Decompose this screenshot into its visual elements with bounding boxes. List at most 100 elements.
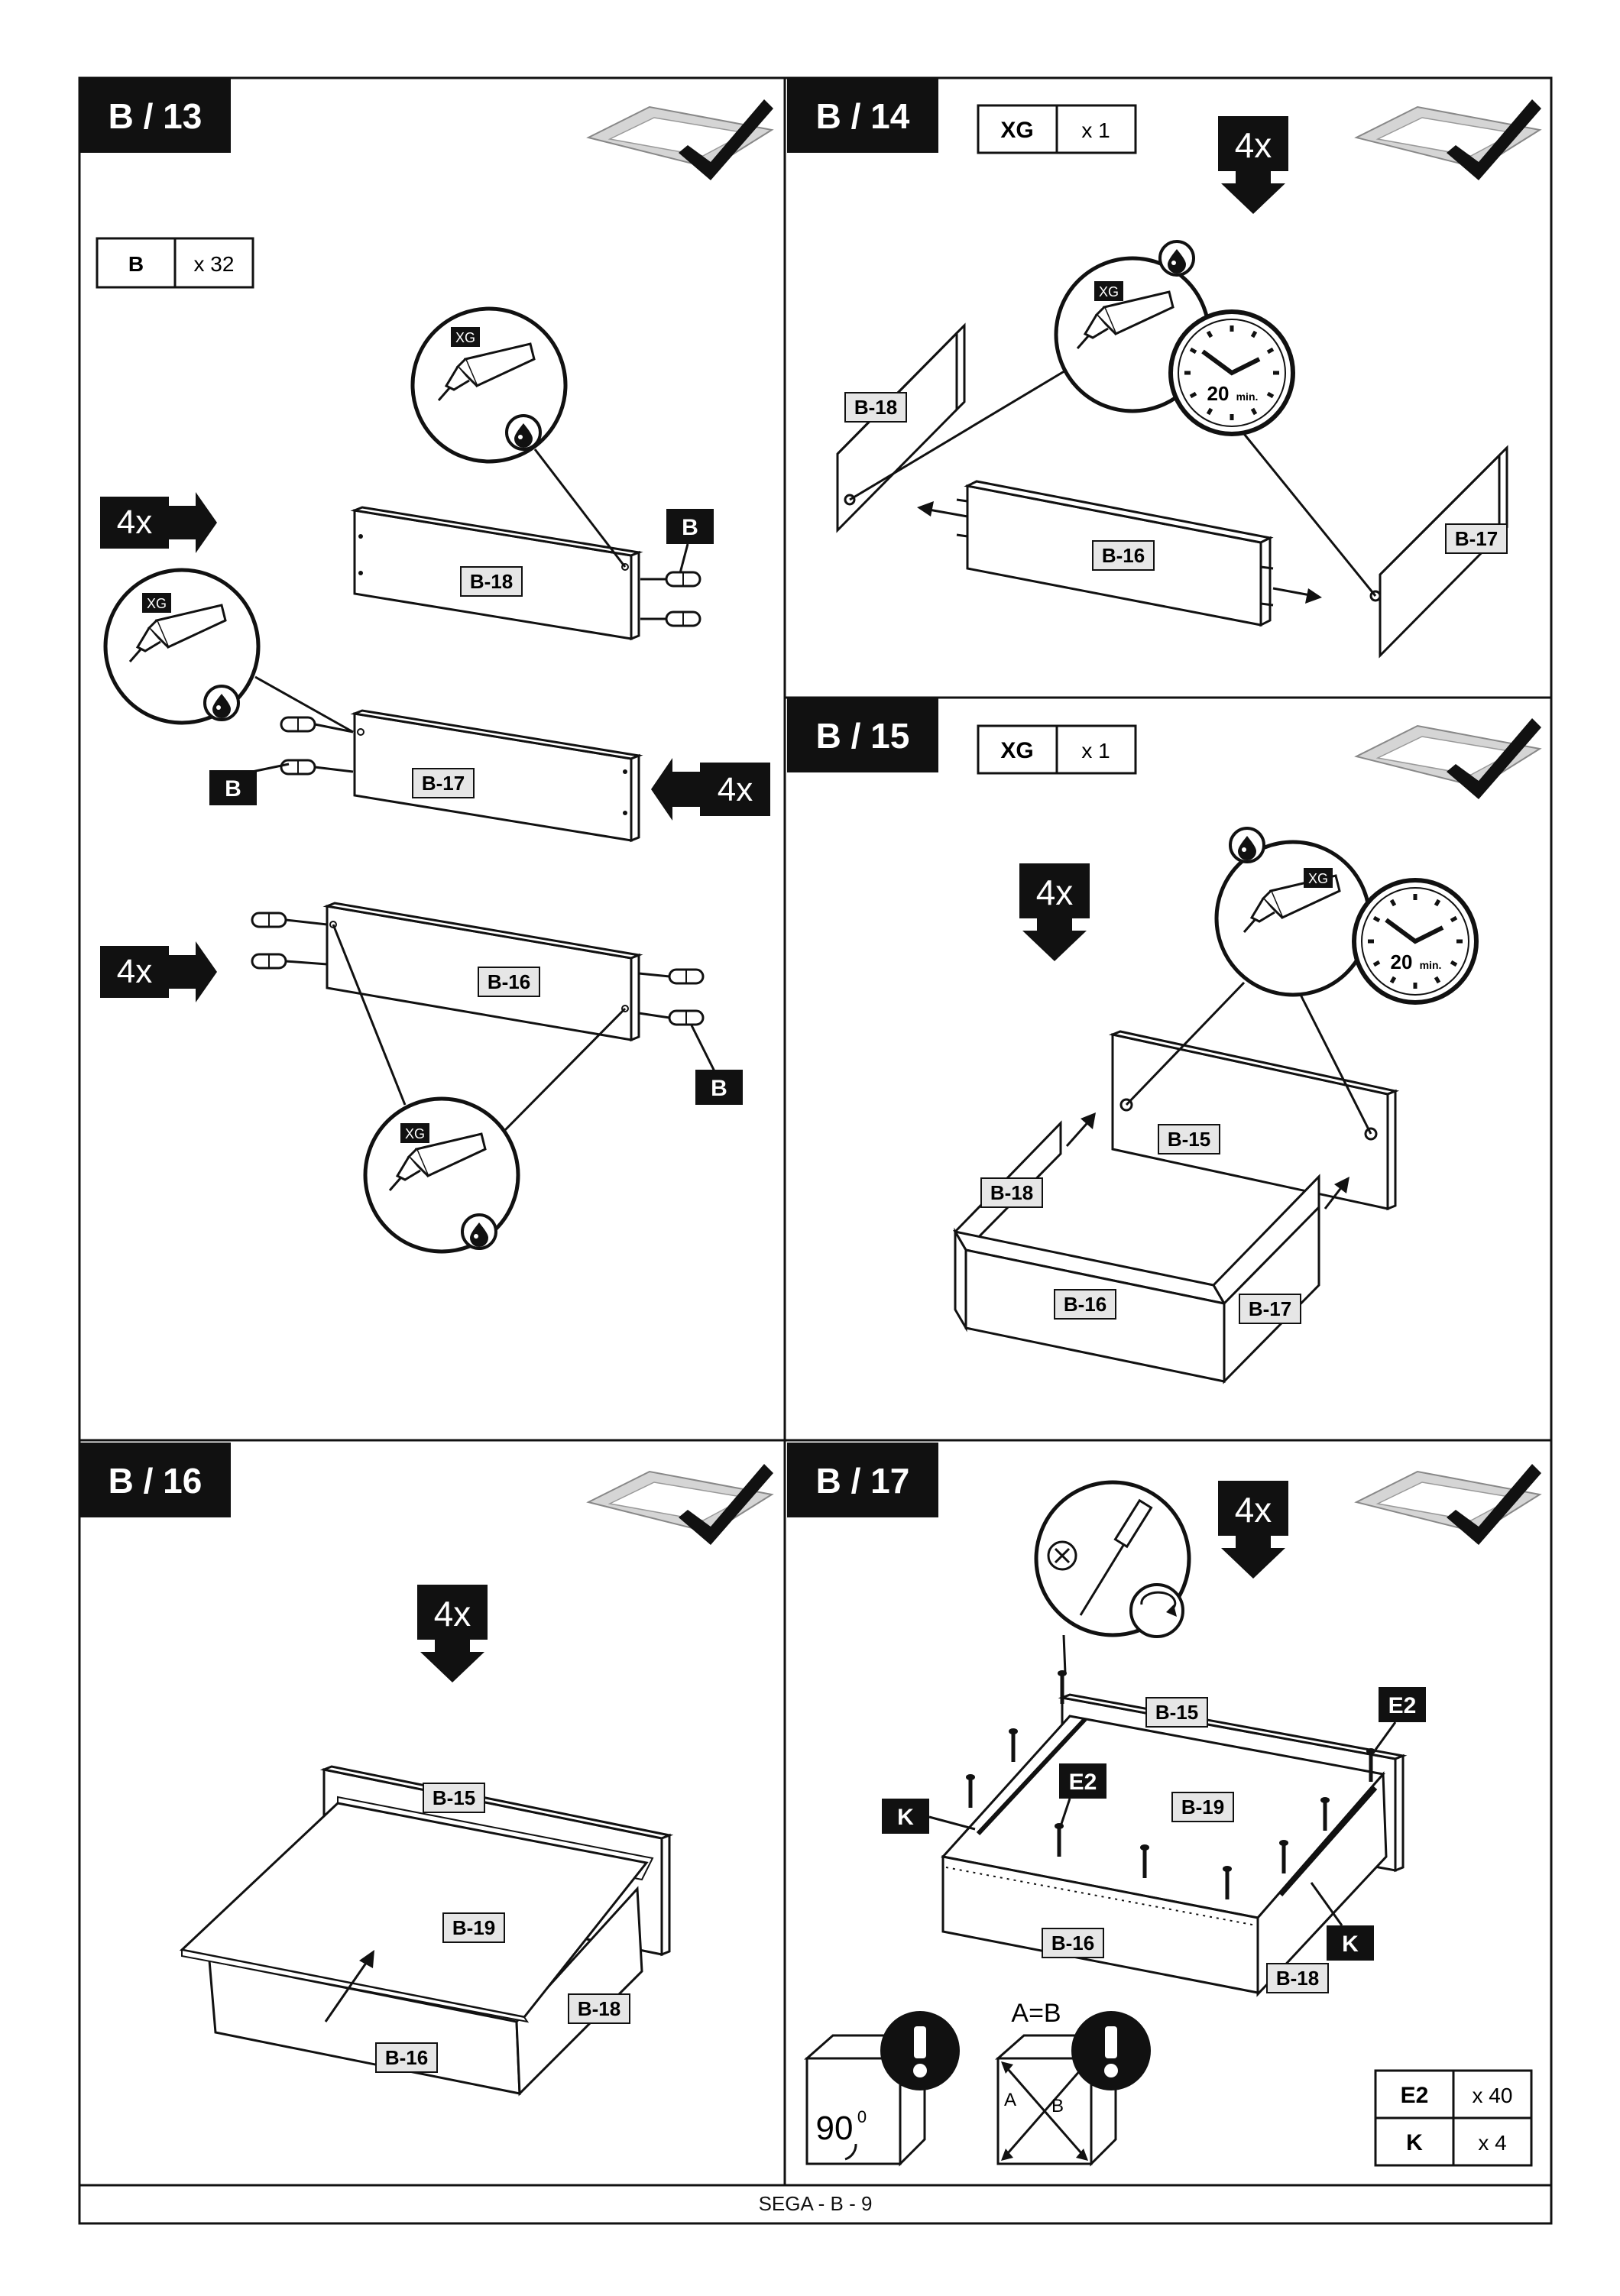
svg-text:B-19: B-19 (452, 1916, 495, 1939)
svg-text:B-15: B-15 (1168, 1128, 1210, 1151)
svg-text:E2: E2 (1401, 2083, 1429, 2108)
svg-text:20: 20 (1391, 950, 1413, 973)
svg-text:E2: E2 (1069, 1770, 1097, 1795)
dowel-icon (668, 968, 705, 985)
svg-text:XG: XG (1308, 871, 1328, 886)
part-code: B (128, 252, 144, 276)
svg-text:B-17: B-17 (1455, 527, 1498, 550)
parts-table-b15: XG x 1 (977, 724, 1137, 775)
direction-arrow-down-icon: 4x (1218, 116, 1288, 214)
direction-arrow-down-icon: 4x (1019, 863, 1090, 961)
work-surface-icon (1356, 99, 1542, 181)
glue-detail-b16: XG (332, 924, 627, 1254)
svg-text:B: B (225, 776, 241, 801)
svg-text:XG: XG (147, 596, 167, 611)
svg-text:A=B: A=B (1011, 1999, 1061, 2028)
svg-text:0: 0 (857, 2107, 867, 2126)
step-label-b16: B / 16 (109, 1461, 202, 1501)
svg-text:B-15: B-15 (433, 1786, 475, 1809)
drawer-box: B-15 B-19 B-16 B-18 (941, 1693, 1408, 1997)
svg-text:x 1: x 1 (1081, 118, 1110, 142)
svg-text:E2: E2 (1388, 1693, 1417, 1718)
glue-detail-b15: XG (1125, 827, 1372, 1135)
dowel-icon (665, 610, 701, 627)
dowel-icon (251, 953, 287, 970)
step-label-b13: B / 13 (109, 96, 202, 136)
dowel-icon (280, 716, 316, 733)
svg-text:B-17: B-17 (422, 772, 465, 795)
svg-text:B-16: B-16 (385, 2046, 428, 2069)
svg-text:4x: 4x (718, 771, 753, 808)
direction-arrow-down-icon: 4x (1218, 1481, 1288, 1579)
direction-arrow-left-icon: 4x (651, 758, 770, 821)
svg-text:B-18: B-18 (854, 396, 897, 419)
panel-b18: B-18 (350, 506, 643, 641)
callout-e2: E2 (1059, 1763, 1106, 1827)
screwdriver-detail (1034, 1480, 1191, 1674)
parts-table-b17: E2 x 40 K x 4 (1374, 2069, 1533, 2167)
svg-text:B-16: B-16 (488, 970, 530, 993)
svg-text:B-18: B-18 (470, 570, 513, 593)
panel-b16: B-16 (322, 902, 643, 1042)
warning-diagonals-equal: A B A=B (995, 1999, 1151, 2167)
glue-detail-b17: XG (103, 568, 354, 733)
work-surface-icon (588, 1463, 774, 1546)
svg-text:B: B (711, 1076, 727, 1101)
svg-text:B-16: B-16 (1102, 544, 1145, 567)
callout-dowel: B (666, 509, 714, 574)
svg-text:B-18: B-18 (1276, 1967, 1319, 1990)
drawer-box: B-16 B-17 B-18 (953, 1120, 1320, 1384)
step-label-b17: B / 17 (816, 1461, 910, 1501)
direction-arrow-down-icon: 4x (417, 1585, 488, 1682)
direction-arrow-left-small-icon (917, 501, 968, 518)
svg-text:4x: 4x (1235, 125, 1272, 165)
direction-arrow-right-small-icon (1272, 587, 1322, 604)
step-b13: B / 13 B x 32 4x 4x 4x (79, 78, 774, 1254)
svg-text:XG: XG (1099, 284, 1119, 300)
dowel-icon (668, 1009, 705, 1026)
step-label-b15: B / 15 (816, 716, 910, 756)
step-b17: B / 17 4x B (787, 1443, 1542, 2167)
clock-icon: 20 min. (1354, 880, 1476, 1002)
step-b16: B / 16 4x B-15 B-19 B-18 B-16 (79, 1443, 774, 2097)
callout-dowel: B (209, 763, 290, 805)
svg-text:x 4: x 4 (1478, 2131, 1506, 2155)
svg-text:XG: XG (1000, 118, 1033, 143)
svg-text:4x: 4x (434, 1594, 471, 1634)
work-surface-icon (1356, 1463, 1542, 1546)
svg-text:K: K (1406, 2130, 1423, 2155)
glue-detail-b18: XG (410, 306, 627, 568)
direction-arrow-up-small-icon (324, 1950, 374, 2022)
svg-text:4x: 4x (117, 953, 152, 990)
dowel-icon (251, 912, 287, 928)
svg-text:4x: 4x (1235, 1490, 1272, 1530)
panel-b17: B-17 (350, 709, 643, 843)
callout-dowel: B (690, 1025, 743, 1105)
svg-text:XG: XG (405, 1126, 425, 1142)
svg-text:K: K (897, 1805, 914, 1830)
svg-text:B-18: B-18 (990, 1181, 1033, 1204)
panel-b16: B-16 (956, 480, 1274, 627)
step-label-b14: B / 14 (816, 96, 910, 136)
dowel-icon (665, 571, 701, 588)
svg-text:B-15: B-15 (1155, 1701, 1198, 1724)
svg-text:B: B (1051, 2096, 1064, 2116)
svg-text:4x: 4x (117, 504, 152, 541)
svg-text:B: B (682, 515, 698, 540)
svg-text:20: 20 (1207, 382, 1230, 405)
parts-table-b14: XG x 1 (977, 104, 1137, 154)
callout-k: K (1310, 1882, 1374, 1961)
work-surface-icon (588, 99, 774, 181)
panel-b17: B-17 (1369, 445, 1508, 659)
svg-text:B-16: B-16 (1064, 1293, 1106, 1316)
svg-text:4x: 4x (1036, 873, 1074, 912)
svg-text:B-17: B-17 (1249, 1297, 1291, 1320)
clock-icon: 20 min. (1171, 312, 1293, 434)
callout-e2: E2 (1374, 1687, 1426, 1750)
svg-text:90: 90 (816, 2110, 854, 2147)
step-b15: B / 15 XG x 1 4x B-15 (787, 698, 1542, 1384)
panel-b15: B-15 (1108, 1030, 1400, 1211)
footer-text: SEGA - B - 9 (759, 2192, 873, 2215)
